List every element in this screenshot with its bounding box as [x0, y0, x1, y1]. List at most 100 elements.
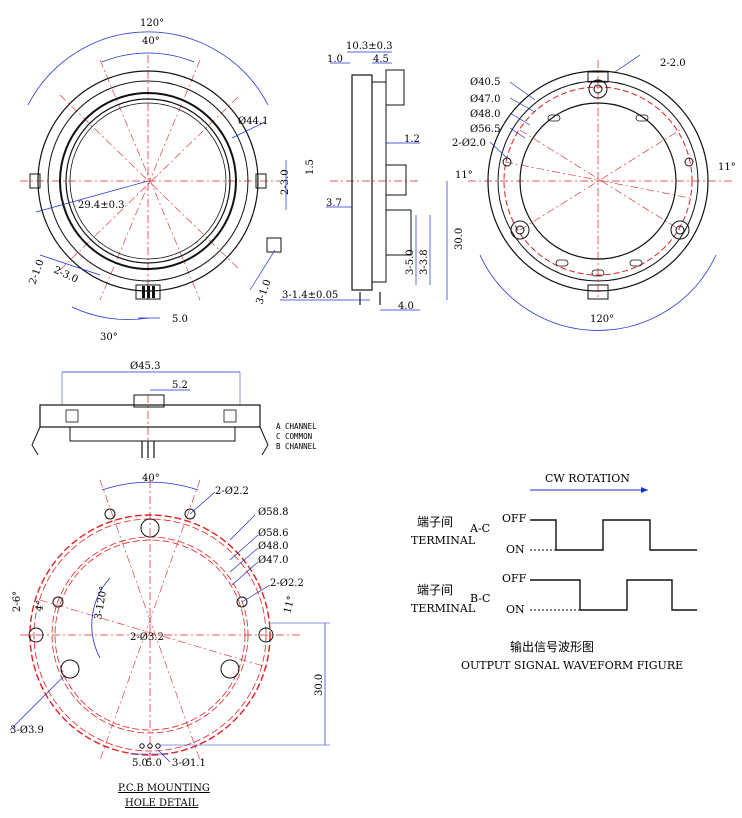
bot-rim: [497, 80, 699, 282]
label-3-5: 3-5.0: [405, 249, 416, 275]
waveform-b: [530, 579, 697, 611]
pcb-leader-3-1-1: [157, 749, 171, 763]
pcb-center-d3: [39, 599, 271, 669]
waveform-figure: CW ROTATION 端子间 TERMINAL A-C OFF ON 端子间 …: [411, 472, 697, 672]
label-dia-40-5: Ø40.5: [470, 77, 500, 88]
pcb-arc-40: [101, 481, 199, 491]
ch-b-label: B-C: [470, 592, 490, 605]
pcb-hole-wr: [236, 596, 248, 608]
label-2-2: 2-2.0: [660, 58, 686, 69]
pcb-leader-2-2-2: [189, 491, 216, 515]
label-angle-120: 120°: [590, 314, 614, 325]
pcb-label-2-2-2b: 2-Ø2.2: [270, 578, 304, 589]
front-top-lug: [133, 394, 165, 408]
pcb-leader-3-3-9: [9, 674, 66, 731]
boss-left: [510, 220, 530, 240]
front-window-2: [223, 409, 237, 423]
boss-top-hole: [593, 84, 603, 94]
ch-a-off: OFF: [502, 512, 527, 525]
label-2-3b: 2-3.0: [52, 265, 80, 286]
label-angle-11a: 11°: [455, 170, 473, 181]
front-body: [39, 404, 261, 428]
ch-a-label: A-C: [469, 522, 490, 535]
boss-top: [588, 79, 608, 99]
pcb-ring-47: [54, 539, 246, 731]
top-view: 120° 40° Ø44.1 29.4±0.3 2-3.0 1.5 2-1.0 …: [20, 18, 316, 343]
ch-a-en: TERMINAL: [411, 534, 476, 547]
slot-ur: [635, 114, 649, 122]
label-10-3: 10.3±0.3: [346, 41, 393, 52]
bot-top-tab: [587, 71, 609, 83]
housing-rim: [47, 80, 249, 282]
front-window-1: [65, 409, 79, 423]
tab-left: [29, 173, 41, 189]
bot-bore: [519, 102, 677, 260]
pcb-hole-ul: [104, 508, 116, 520]
pcb-arc-120: [91, 577, 111, 659]
pcb-hole-w: [28, 627, 44, 643]
side-body: [351, 74, 373, 291]
bot-outer: [487, 70, 709, 292]
ring-outer: [59, 92, 237, 270]
side-pin-block: [385, 209, 412, 256]
pcb-label-5a: 5.0: [132, 758, 148, 769]
bottom-view: 2-2.0 Ø40.5 Ø47.0 Ø48.0 Ø56.5 2-Ø2.0 11°…: [452, 54, 736, 331]
label-3-7: 3.7: [326, 198, 342, 209]
label-r-29: 29.4±0.3: [78, 200, 125, 211]
slot-lr: [629, 259, 643, 267]
label-3-1-4: 3-1.4±0.05: [282, 290, 338, 301]
side-mid-tab: [385, 164, 407, 196]
label-2-3a: 2-3.0: [280, 169, 291, 195]
ch-b-on: ON: [506, 603, 525, 616]
pcb-hole-e: [258, 627, 274, 643]
pcb-label-2-3-2: 2-Ø3.2: [130, 632, 164, 643]
center-line-d1: [59, 94, 241, 271]
pcb-view: 40° 2-Ø2.2 Ø58.8 Ø58.6 Ø48.0 Ø47.0 2-Ø2.…: [9, 473, 330, 809]
ch-a-on: ON: [506, 543, 525, 556]
boss-right: [670, 220, 690, 240]
label-30: 30.0: [454, 228, 465, 250]
pcb-label-30: 30.0: [314, 674, 325, 696]
ch-a-cn: 端子间: [417, 515, 453, 529]
wave-rotation-label: CW ROTATION: [545, 472, 630, 485]
label-1-0: 1.0: [327, 54, 343, 65]
label-angle-30: 30°: [100, 332, 118, 343]
boss-left-hole: [515, 225, 525, 235]
pcb-hole-wl: [52, 596, 64, 608]
tab-right: [255, 173, 267, 189]
pcb-pin-b: [155, 743, 161, 749]
angle-arc-40: [101, 52, 195, 63]
pcb-label-2-2-2: 2-Ø2.2: [215, 486, 249, 497]
pcb-label-58-6: Ø58.6: [258, 528, 288, 539]
pin-hole-right: [684, 157, 694, 167]
label-dia-48: Ø48.0: [470, 109, 500, 120]
angle-arc-120: [27, 31, 269, 106]
slot-bottom: [591, 269, 605, 277]
label-3-8: 3-3.8: [419, 249, 430, 275]
leader-dia47: [509, 97, 536, 113]
ring-inner: [65, 98, 231, 264]
pcb-leader-47: [231, 561, 259, 586]
label-5: 5.0: [172, 314, 188, 325]
slot-ul: [547, 114, 561, 122]
pcb-hole-left: [60, 659, 80, 679]
front-view: Ø45.3 5.2 A CHANNEL C COMMON B CHANNEL: [31, 361, 317, 460]
leader-dia48: [509, 112, 531, 126]
label-dia-44: Ø44.1: [238, 116, 268, 127]
pcb-title-2: HOLE DETAIL: [125, 798, 199, 809]
waveform-a: [530, 519, 697, 551]
connector: [135, 284, 161, 300]
pcb-leader-58-6: [229, 534, 259, 561]
label-3-1: 3-1.0: [254, 278, 273, 306]
center-line-d2: [59, 94, 241, 271]
pcb-label-48: Ø48.0: [258, 541, 288, 552]
label-4-0: 4.0: [398, 301, 414, 312]
label-b-channel: B CHANNEL: [276, 442, 317, 451]
pin-c: [147, 286, 150, 298]
pcb-label-3-1-1: 3-Ø1.1: [172, 758, 206, 769]
pcb-label-40: 40°: [142, 473, 160, 484]
leader-2-1: [39, 254, 101, 276]
pcb-leader-58-8: [229, 514, 256, 541]
leader-2-2: [614, 54, 641, 73]
side-top-lug: [385, 69, 405, 106]
